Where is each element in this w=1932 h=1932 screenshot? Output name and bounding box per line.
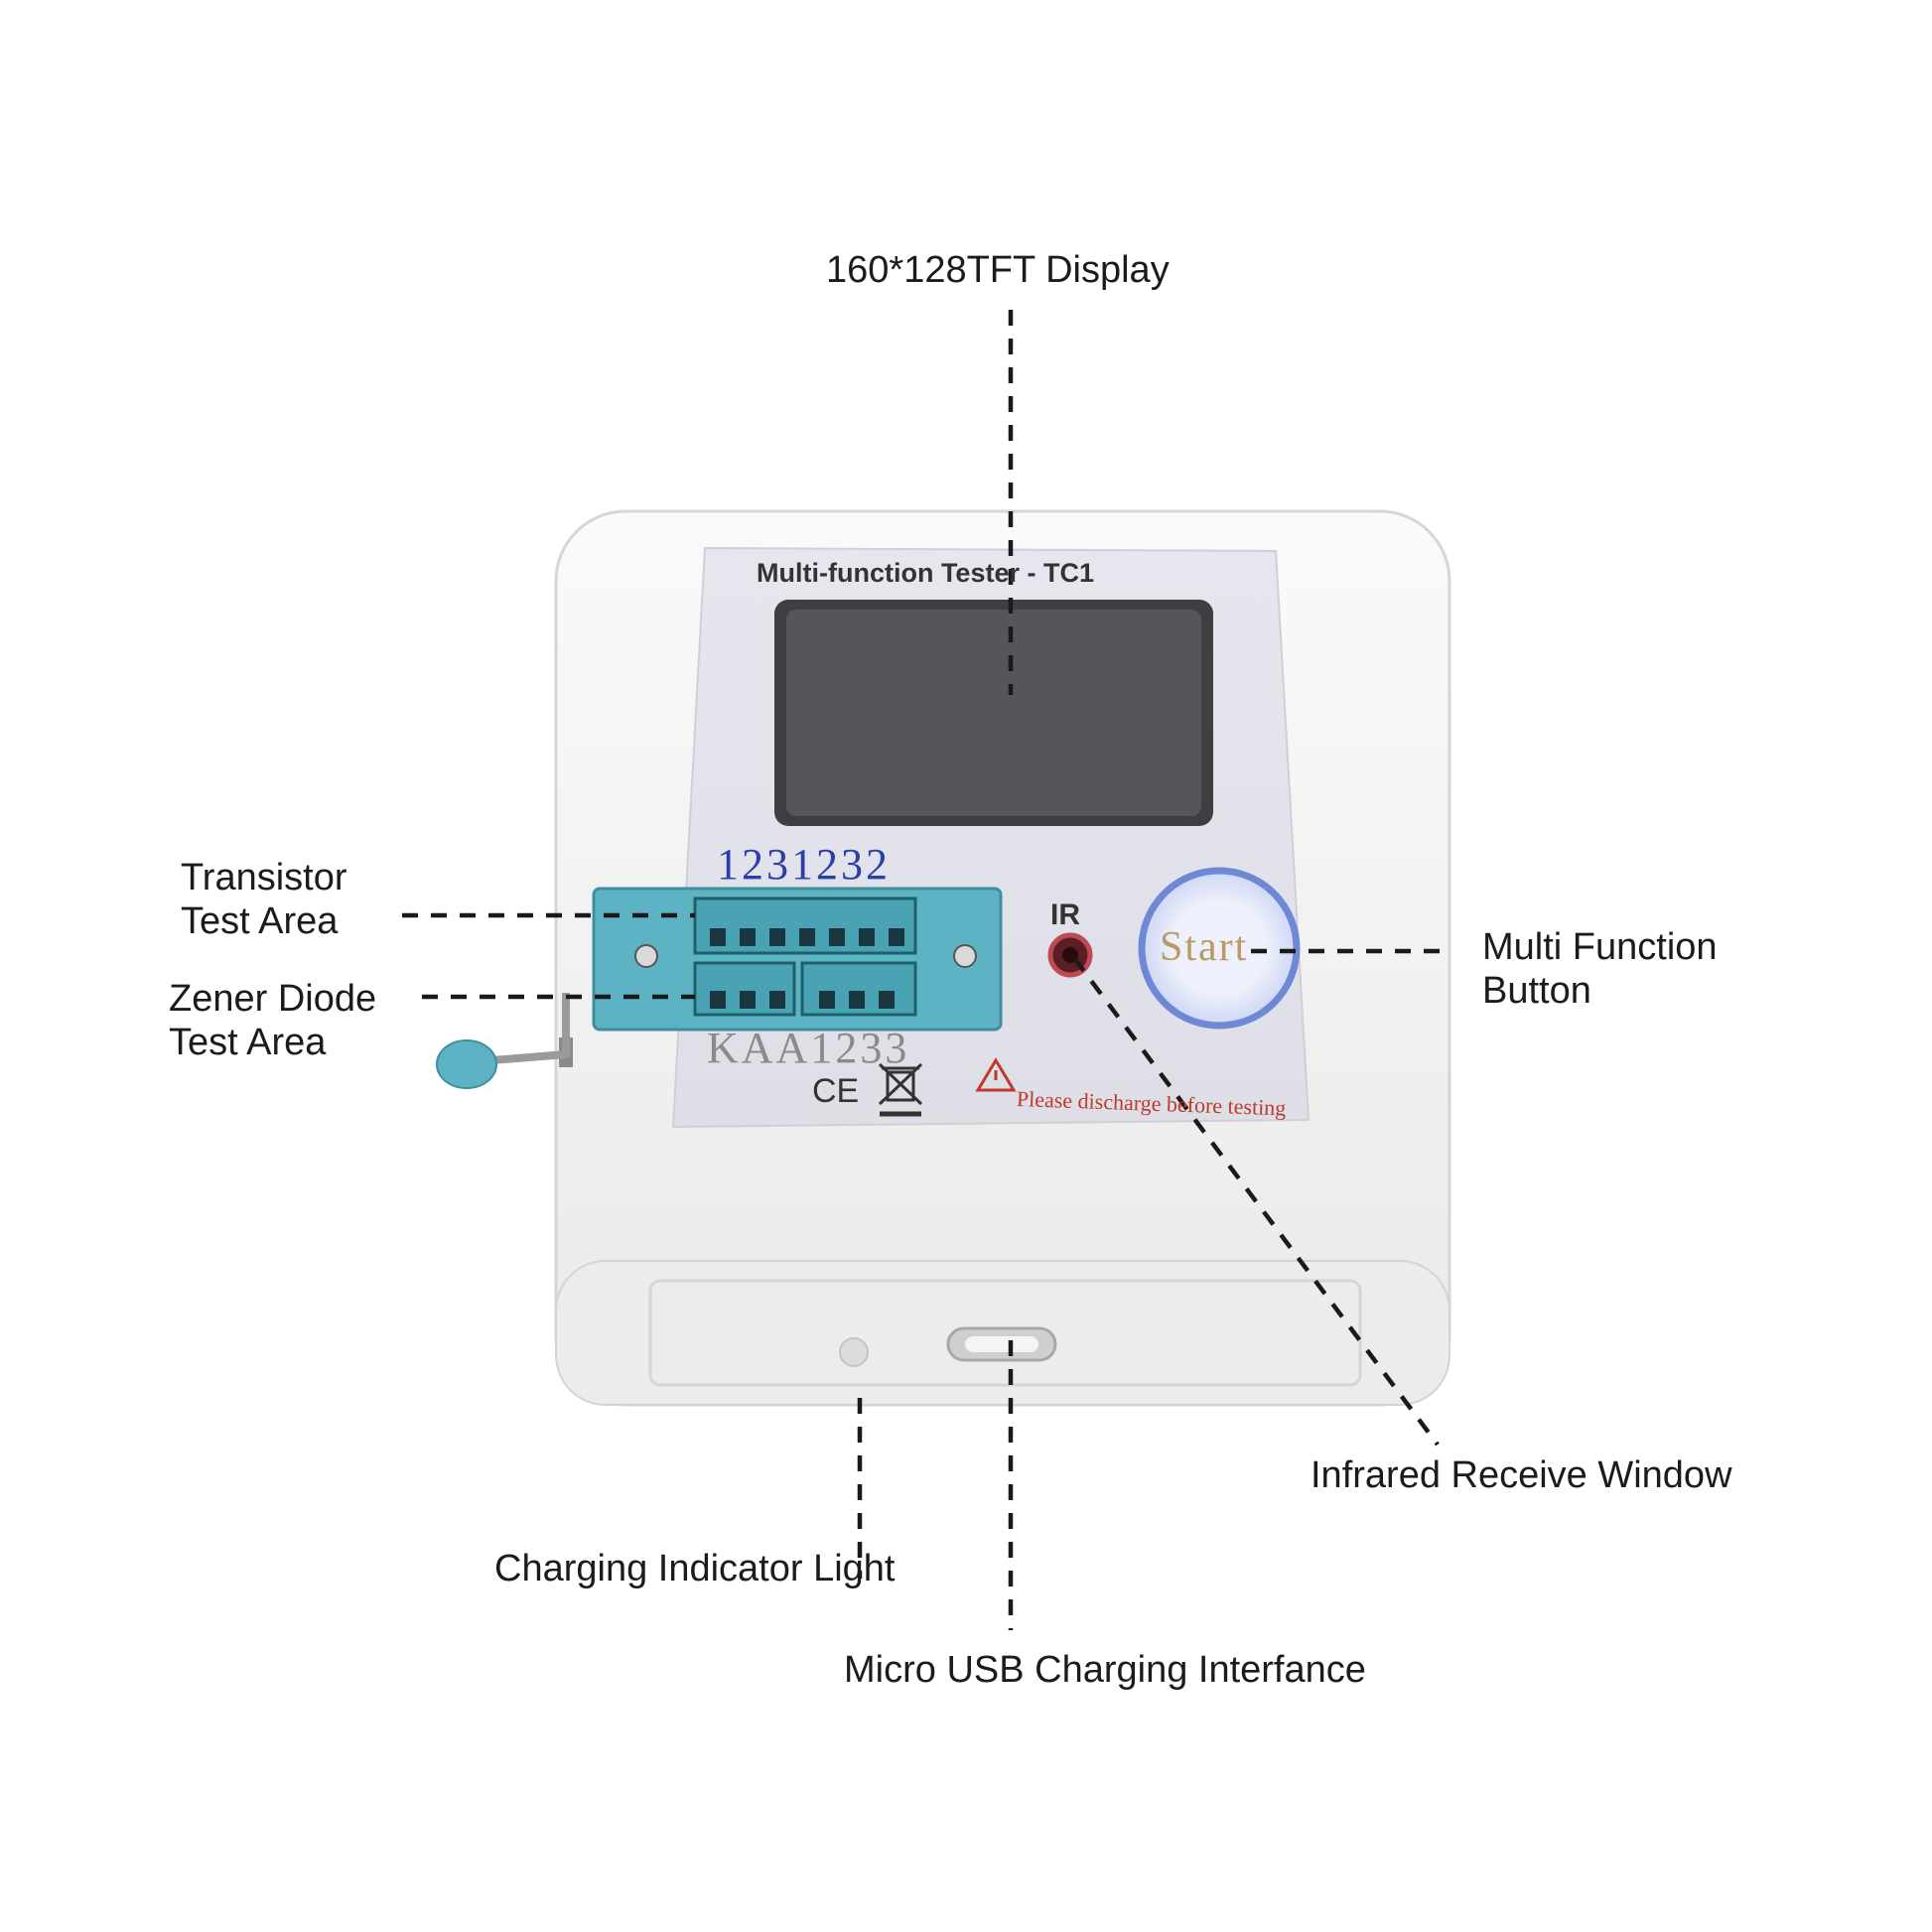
callout-charging-light: Charging Indicator Light — [494, 1548, 896, 1589]
callout-button-line1: Multi Function — [1482, 926, 1718, 968]
bottom-port-panel — [648, 1279, 1362, 1387]
start-button-label[interactable]: Start — [1160, 924, 1249, 970]
callout-transistor: Transistor Test Area — [181, 856, 347, 943]
top-pin-numbers: 1231232 — [717, 840, 891, 889]
ce-mark: CE — [812, 1072, 860, 1110]
callout-button-line2: Button — [1482, 970, 1591, 1012]
callout-zener: Zener Diode Test Area — [169, 977, 376, 1064]
callout-button: Multi Function Button — [1482, 925, 1718, 1013]
start-button[interactable] — [1138, 867, 1301, 1030]
tft-screen — [774, 600, 1213, 826]
leader-infrared — [1072, 956, 1440, 1447]
bottom-pin-numbers: KAA1233 — [707, 1024, 910, 1072]
callout-usb: Micro USB Charging Interfance — [844, 1649, 1366, 1691]
callout-display: 160*128TFT Display — [826, 249, 1170, 291]
leader-lines — [402, 310, 1440, 1630]
socket-pins — [710, 928, 904, 1009]
warning-icon — [975, 1057, 1017, 1092]
ir-label: IR — [1050, 898, 1080, 931]
callout-infrared: Infrared Receive Window — [1311, 1454, 1732, 1496]
panel-title: Multi-function Tester - TC1 — [757, 558, 1094, 588]
callout-zener-line2: Test Area — [169, 1022, 327, 1063]
callout-zener-line1: Zener Diode — [169, 978, 377, 1020]
weee-bin-icon — [878, 1062, 923, 1117]
callout-transistor-line2: Test Area — [181, 900, 339, 942]
callout-transistor-line1: Transistor — [181, 857, 347, 898]
